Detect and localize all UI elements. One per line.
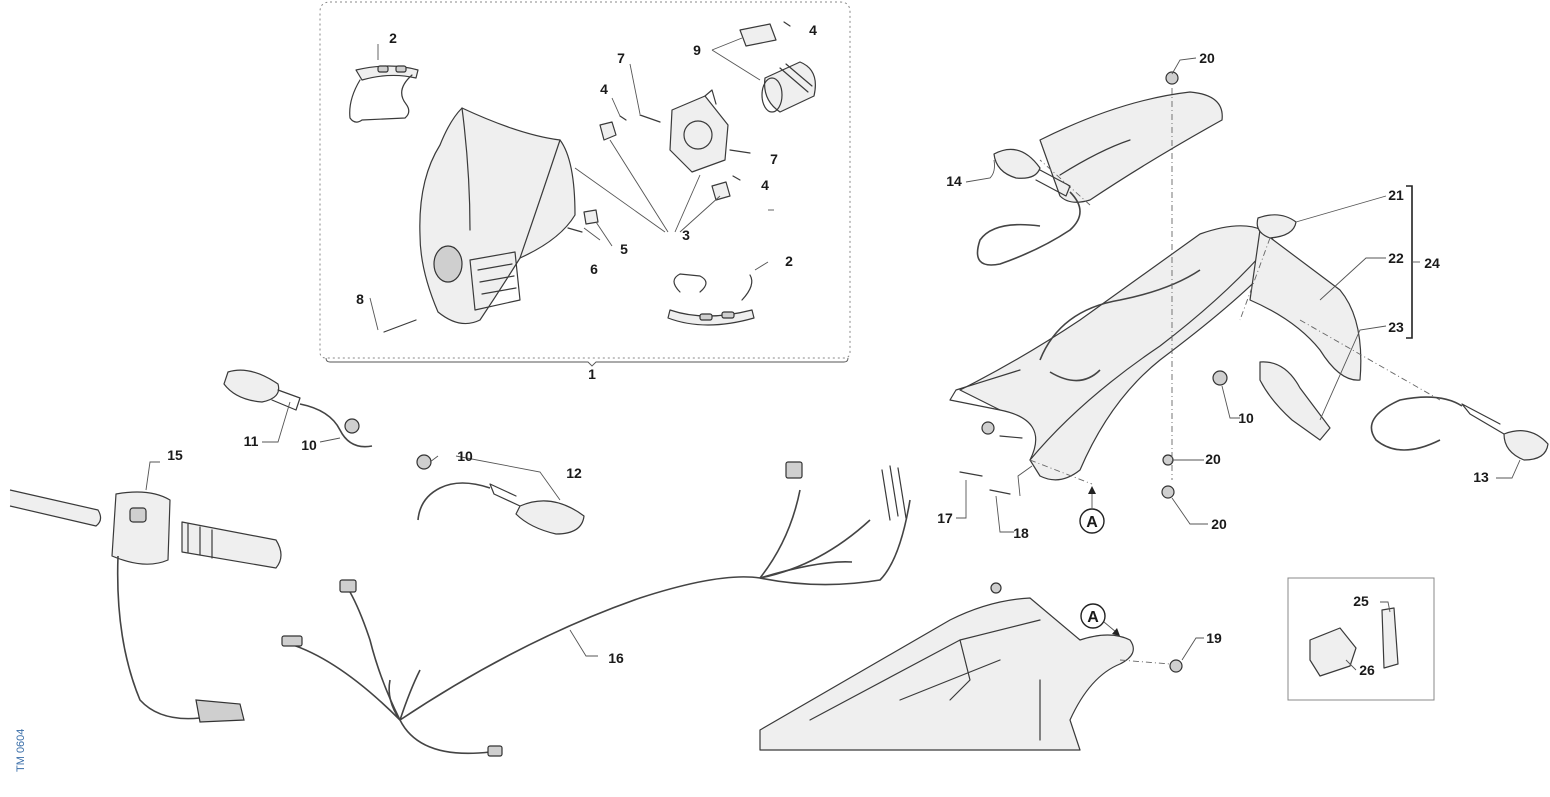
callout-15: 15	[167, 447, 183, 463]
turn-signal-front-left	[223, 369, 373, 448]
relay-box	[1287, 577, 1435, 701]
turn-signal-front-right	[416, 454, 585, 535]
callout-26: 26	[1359, 662, 1375, 678]
callout-12: 12	[566, 465, 582, 481]
callout-labels: 1 2 2 3 4 4 4 5 6 7 7 8 9 10 10 10 11 12…	[167, 22, 1489, 678]
callout-6: 6	[590, 261, 598, 277]
callout-20: 20	[1211, 516, 1227, 532]
headlight-holder	[669, 89, 729, 173]
callout-14: 14	[946, 173, 962, 189]
headlight-mask	[419, 107, 576, 325]
handlebar-switch-assembly	[9, 489, 282, 723]
document-code: TM 0604	[15, 729, 27, 772]
callout-7: 7	[770, 151, 778, 167]
callout-8: 8	[356, 291, 364, 307]
callout-23: 23	[1388, 319, 1404, 335]
mounting-clamp-lower	[667, 273, 755, 326]
callout-2: 2	[389, 30, 397, 46]
mounting-clamp-upper	[349, 65, 419, 123]
callout-3: 3	[682, 227, 690, 243]
turn-signal-rear-left	[976, 148, 1081, 266]
callout-10: 10	[1238, 410, 1254, 426]
callout-20: 20	[1199, 50, 1215, 66]
group-bracket-24	[1406, 185, 1413, 339]
relay-connector	[739, 23, 777, 47]
callout-4: 4	[600, 81, 608, 97]
callout-20: 20	[1205, 451, 1221, 467]
reference-marker-a-lower: A	[1080, 603, 1120, 636]
small-fasteners	[383, 21, 791, 333]
reference-marker-label: A	[1087, 609, 1099, 626]
callout-16: 16	[608, 650, 624, 666]
callout-19: 19	[1206, 630, 1222, 646]
callout-leaders	[145, 57, 1521, 671]
rear-frame-section	[759, 582, 1183, 751]
reference-marker-label: A	[1086, 514, 1098, 531]
callout-11: 11	[244, 433, 259, 449]
callout-10: 10	[457, 448, 473, 464]
callout-21: 21	[1388, 187, 1404, 203]
callout-24: 24	[1424, 255, 1440, 271]
callout-5: 5	[620, 241, 628, 257]
callout-10: 10	[301, 437, 317, 453]
callout-13: 13	[1473, 469, 1489, 485]
callout-7: 7	[617, 50, 625, 66]
headlight-assembly-group	[319, 1, 851, 367]
callout-1: 1	[588, 366, 596, 382]
callout-4: 4	[809, 22, 817, 38]
main-wiring-harness	[281, 461, 911, 757]
turn-signal-rear-right	[1370, 396, 1549, 461]
callout-9: 9	[693, 42, 701, 58]
callout-18: 18	[1013, 525, 1029, 541]
headlight-bulb	[761, 61, 816, 113]
callout-4: 4	[761, 177, 769, 193]
callout-2: 2	[785, 253, 793, 269]
callout-25: 25	[1353, 593, 1369, 609]
rear-fender-assembly	[949, 71, 1441, 499]
reference-marker-a-upper: A	[1079, 486, 1105, 534]
callout-17: 17	[937, 510, 953, 526]
callout-22: 22	[1388, 250, 1404, 266]
